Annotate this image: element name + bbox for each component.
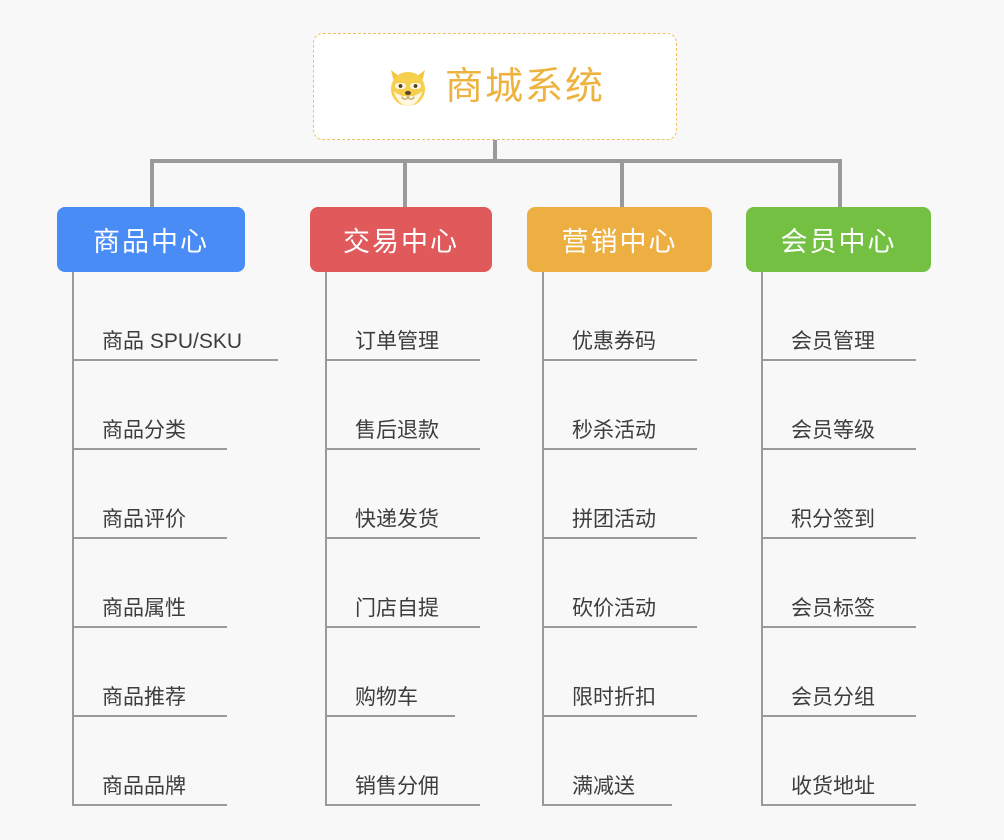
list-item[interactable]: 销售分佣	[310, 717, 492, 806]
list-item[interactable]: 拼团活动	[527, 450, 712, 539]
list-item[interactable]: 快递发货	[310, 450, 492, 539]
branch-column-1: 商品中心 商品 SPU/SKU 商品分类 商品评价 商品属性 商品推荐	[57, 207, 278, 806]
leaf-rule	[542, 359, 697, 361]
branch-bus-line	[150, 159, 842, 163]
leaf-rule	[542, 804, 672, 806]
list-item[interactable]: 会员标签	[746, 539, 931, 628]
branch-drop-3	[620, 159, 624, 207]
leaf-rule	[325, 537, 480, 539]
leaf-label: 优惠券码	[572, 330, 656, 353]
list-item[interactable]: 售后退款	[310, 361, 492, 450]
leaf-trunk-2	[325, 272, 327, 806]
list-item[interactable]: 商品评价	[57, 450, 245, 539]
shiba-dog-icon	[385, 64, 431, 110]
branch-column-3: 营销中心 优惠券码 秒杀活动 拼团活动 砍价活动 限时折扣	[527, 207, 712, 806]
list-item[interactable]: 秒杀活动	[527, 361, 712, 450]
leaf-trunk-1	[72, 272, 74, 806]
branch-header-2[interactable]: 交易中心	[310, 207, 492, 272]
list-item[interactable]: 订单管理	[310, 272, 492, 361]
leaf-trunk-3	[542, 272, 544, 806]
branch-column-2: 交易中心 订单管理 售后退款 快递发货 门店自提 购物车	[310, 207, 492, 806]
leaf-rule	[72, 359, 278, 361]
list-item[interactable]: 商品品牌	[57, 717, 245, 806]
list-item[interactable]: 满减送	[527, 717, 712, 806]
leaf-label: 门店自提	[355, 597, 439, 620]
root-connector-stub	[493, 140, 497, 162]
leaf-stack-1: 商品 SPU/SKU 商品分类 商品评价 商品属性 商品推荐 商品品牌	[57, 272, 278, 806]
leaf-rule	[72, 448, 227, 450]
leaf-trunk-4	[761, 272, 763, 806]
list-item[interactable]: 收货地址	[746, 717, 931, 806]
leaf-label: 秒杀活动	[572, 419, 656, 442]
leaf-rule	[761, 804, 916, 806]
leaf-label: 销售分佣	[355, 775, 439, 798]
leaf-label: 商品属性	[102, 597, 186, 620]
leaf-rule	[542, 715, 697, 717]
leaf-label: 商品品牌	[102, 775, 186, 798]
list-item[interactable]: 商品 SPU/SKU	[57, 272, 278, 361]
list-item[interactable]: 购物车	[310, 628, 492, 717]
branch-drop-4	[838, 159, 842, 207]
leaf-label: 购物车	[355, 686, 418, 709]
leaf-rule	[542, 626, 697, 628]
leaf-rule	[325, 715, 455, 717]
branch-column-4: 会员中心 会员管理 会员等级 积分签到 会员标签 会员分组	[746, 207, 931, 806]
list-item[interactable]: 门店自提	[310, 539, 492, 628]
leaf-rule	[761, 626, 916, 628]
leaf-label: 商品 SPU/SKU	[102, 330, 243, 353]
leaf-label: 商品推荐	[102, 686, 186, 709]
leaf-rule	[72, 626, 227, 628]
leaf-rule	[542, 448, 697, 450]
leaf-label: 商品分类	[102, 419, 186, 442]
leaf-label: 订单管理	[355, 330, 439, 353]
leaf-rule	[72, 537, 227, 539]
leaf-rule	[72, 715, 227, 717]
root-node[interactable]: 商城系统	[313, 33, 677, 140]
branch-header-4[interactable]: 会员中心	[746, 207, 931, 272]
leaf-label: 积分签到	[791, 508, 875, 531]
list-item[interactable]: 商品推荐	[57, 628, 245, 717]
leaf-label: 快递发货	[355, 508, 439, 531]
list-item[interactable]: 商品属性	[57, 539, 245, 628]
leaf-label: 拼团活动	[572, 508, 656, 531]
branch-header-3[interactable]: 营销中心	[527, 207, 712, 272]
list-item[interactable]: 会员分组	[746, 628, 931, 717]
leaf-label: 售后退款	[355, 419, 439, 442]
root-label: 商城系统	[444, 65, 605, 108]
leaf-label: 收货地址	[791, 775, 875, 798]
branch-header-1[interactable]: 商品中心	[57, 207, 245, 272]
leaf-label: 限时折扣	[572, 686, 656, 709]
list-item[interactable]: 商品分类	[57, 361, 245, 450]
leaf-rule	[761, 537, 916, 539]
leaf-rule	[761, 448, 916, 450]
list-item[interactable]: 会员等级	[746, 361, 931, 450]
leaf-rule	[325, 804, 480, 806]
leaf-rule	[325, 359, 480, 361]
leaf-stack-4: 会员管理 会员等级 积分签到 会员标签 会员分组 收货地址	[746, 272, 931, 806]
list-item[interactable]: 会员管理	[746, 272, 931, 361]
branch-drop-1	[150, 159, 154, 207]
leaf-label: 会员等级	[791, 419, 875, 442]
list-item[interactable]: 优惠券码	[527, 272, 712, 361]
leaf-label: 会员管理	[791, 330, 875, 353]
leaf-label: 满减送	[572, 775, 635, 798]
list-item[interactable]: 限时折扣	[527, 628, 712, 717]
leaf-rule	[542, 537, 697, 539]
leaf-rule	[325, 448, 480, 450]
leaf-rule	[761, 715, 916, 717]
branch-drop-2	[403, 159, 407, 207]
leaf-label: 会员标签	[791, 597, 875, 620]
leaf-stack-3: 优惠券码 秒杀活动 拼团活动 砍价活动 限时折扣 满减送	[527, 272, 712, 806]
leaf-stack-2: 订单管理 售后退款 快递发货 门店自提 购物车 销售分佣	[310, 272, 492, 806]
leaf-rule	[72, 804, 227, 806]
leaf-label: 商品评价	[102, 508, 186, 531]
list-item[interactable]: 积分签到	[746, 450, 931, 539]
leaf-rule	[325, 626, 480, 628]
list-item[interactable]: 砍价活动	[527, 539, 712, 628]
leaf-label: 会员分组	[791, 686, 875, 709]
leaf-rule	[761, 359, 916, 361]
leaf-label: 砍价活动	[572, 597, 656, 620]
